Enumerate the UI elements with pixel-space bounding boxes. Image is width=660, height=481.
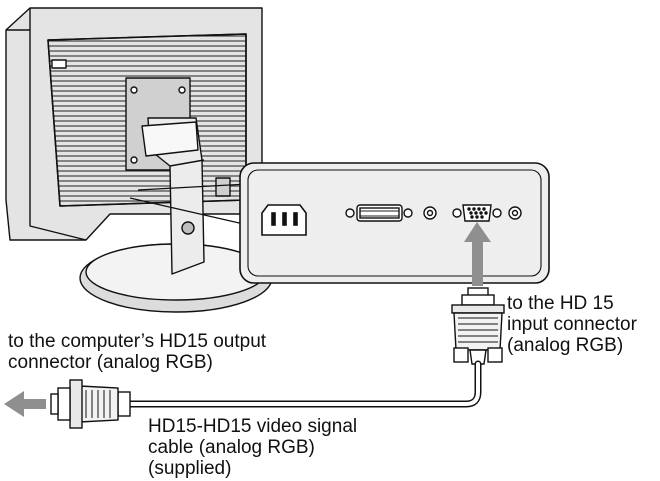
label-line: input connector	[507, 314, 637, 335]
label-line: (analog RGB)	[507, 335, 624, 356]
power-inlet-icon	[261, 204, 307, 236]
label-line: to the HD 15	[507, 293, 614, 314]
hd15-computer-plug-icon	[50, 379, 131, 429]
audio-jack-icon	[508, 206, 522, 220]
monitor-rear-view	[5, 7, 273, 313]
hd15-cable-plug-icon	[451, 287, 505, 365]
video-cable-label: HD15-HD15 video signal cable (analog RGB…	[148, 416, 357, 479]
connector-panel	[239, 162, 550, 284]
arrow-up-icon	[464, 222, 491, 286]
hd15-input-connector-icon	[452, 204, 502, 222]
label-line: connector (analog RGB)	[8, 352, 213, 373]
label-line: HD15-HD15 video signal	[148, 416, 358, 437]
hd15-input-connector-label: to the HD 15 input connector (analog RGB…	[507, 293, 637, 356]
audio-jack-icon	[423, 206, 437, 220]
label-line: to the computer’s HD15 output	[8, 331, 267, 352]
dvi-connector-icon	[345, 204, 413, 222]
computer-output-connector-label: to the computer’s HD15 output connector …	[8, 331, 266, 373]
label-line: (supplied)	[148, 458, 232, 479]
zoom-callout-lines	[129, 183, 249, 226]
arrow-left-icon	[4, 391, 46, 417]
hd15-video-cable	[114, 360, 482, 408]
label-line: cable (analog RGB)	[148, 437, 315, 458]
